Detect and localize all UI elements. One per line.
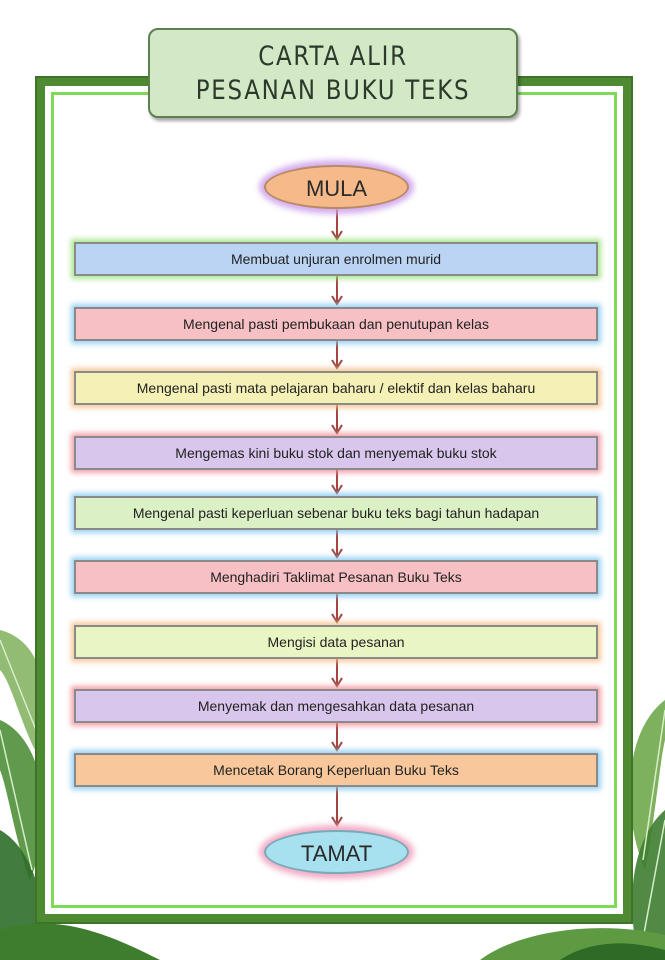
step-5: Mengenal pasti keperluan sebenar buku te… [74,496,598,530]
title-banner: CARTA ALIR PESANAN BUKU TEKS [148,28,518,118]
step-1: Membuat unjuran enrolmen murid [74,242,598,276]
arrow-head-3 [331,359,343,370]
title-line-1: CARTA ALIR [258,41,408,72]
arrow-head-2 [331,295,343,306]
arrow-head-4 [331,424,343,435]
arrow-head-7 [331,613,343,624]
start-terminal: MULA [264,165,409,209]
arrow-head-1 [331,230,343,241]
arrow-head-5 [331,484,343,495]
arrow-head-9 [331,741,343,752]
leaf-right-decoration [629,700,665,960]
step-2: Mengenal pasti pembukaan dan penutupan k… [74,307,598,341]
arrow-head-6 [331,548,343,559]
step-3: Mengenal pasti mata pelajaran baharu / e… [74,371,598,405]
end-terminal: TAMAT [264,830,409,874]
step-7: Mengisi data pesanan [74,625,598,659]
step-9: Mencetak Borang Keperluan Buku Teks [74,753,598,787]
arrow-head-10 [331,816,343,827]
arrow-head-8 [331,677,343,688]
title-line-2: PESANAN BUKU TEKS [195,75,471,106]
leaf-bottom-decoration [0,923,665,960]
step-4: Mengemas kini buku stok dan menyemak buk… [74,436,598,470]
step-6: Menghadiri Taklimat Pesanan Buku Teks [74,560,598,594]
step-8: Menyemak dan mengesahkan data pesanan [74,689,598,723]
